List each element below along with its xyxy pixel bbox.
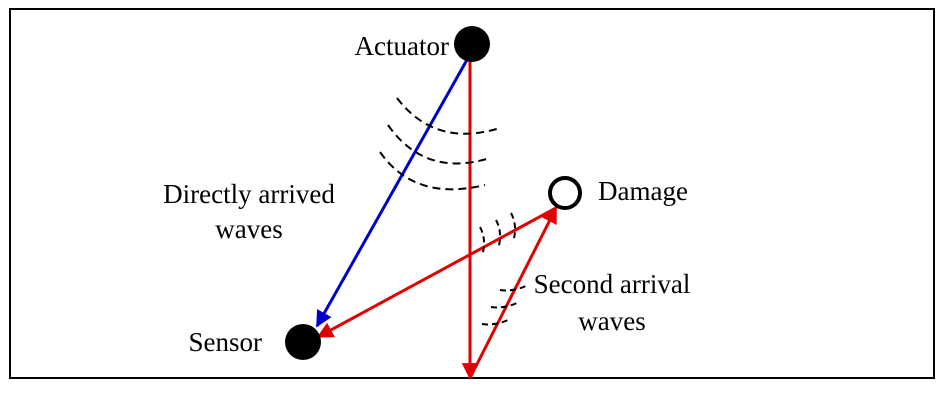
direct-wavefront-arc (379, 151, 486, 191)
direct-wave-path (315, 57, 470, 328)
scattered-wavefront-tick (479, 226, 486, 257)
second-arrival-label-line2: waves (578, 306, 645, 336)
plate-frame (9, 8, 935, 379)
sensor-node-icon (285, 324, 321, 360)
scattered-wavefronts (479, 212, 517, 257)
damage-node-icon (548, 176, 582, 210)
scattered-wave-to-sensor (316, 206, 557, 339)
direct-waves-label-line1: Directly arrived (163, 179, 335, 209)
second-wavefront-tick (490, 301, 520, 309)
reflected-wave-to-damage (468, 206, 558, 379)
second-wavefront-tick (481, 318, 511, 326)
direct-waves-label-line2: waves (215, 214, 282, 244)
actuator-label: Actuator (355, 31, 449, 61)
direct-wavefront-arc (387, 124, 491, 165)
second-arrival-label-line1: Second arrival (534, 269, 691, 299)
actuator-node-icon (454, 26, 490, 62)
direct-wavefronts (379, 97, 501, 191)
second-arrival-wavefronts (481, 284, 529, 326)
damage-label: Damage (598, 176, 688, 206)
scattered-wavefront-tick (510, 212, 517, 243)
second-wavefront-tick (499, 284, 529, 292)
sensor-label: Sensor (189, 327, 263, 357)
scattered-wavefront-tick (495, 219, 502, 250)
direct-wavefront-arc (396, 97, 501, 135)
